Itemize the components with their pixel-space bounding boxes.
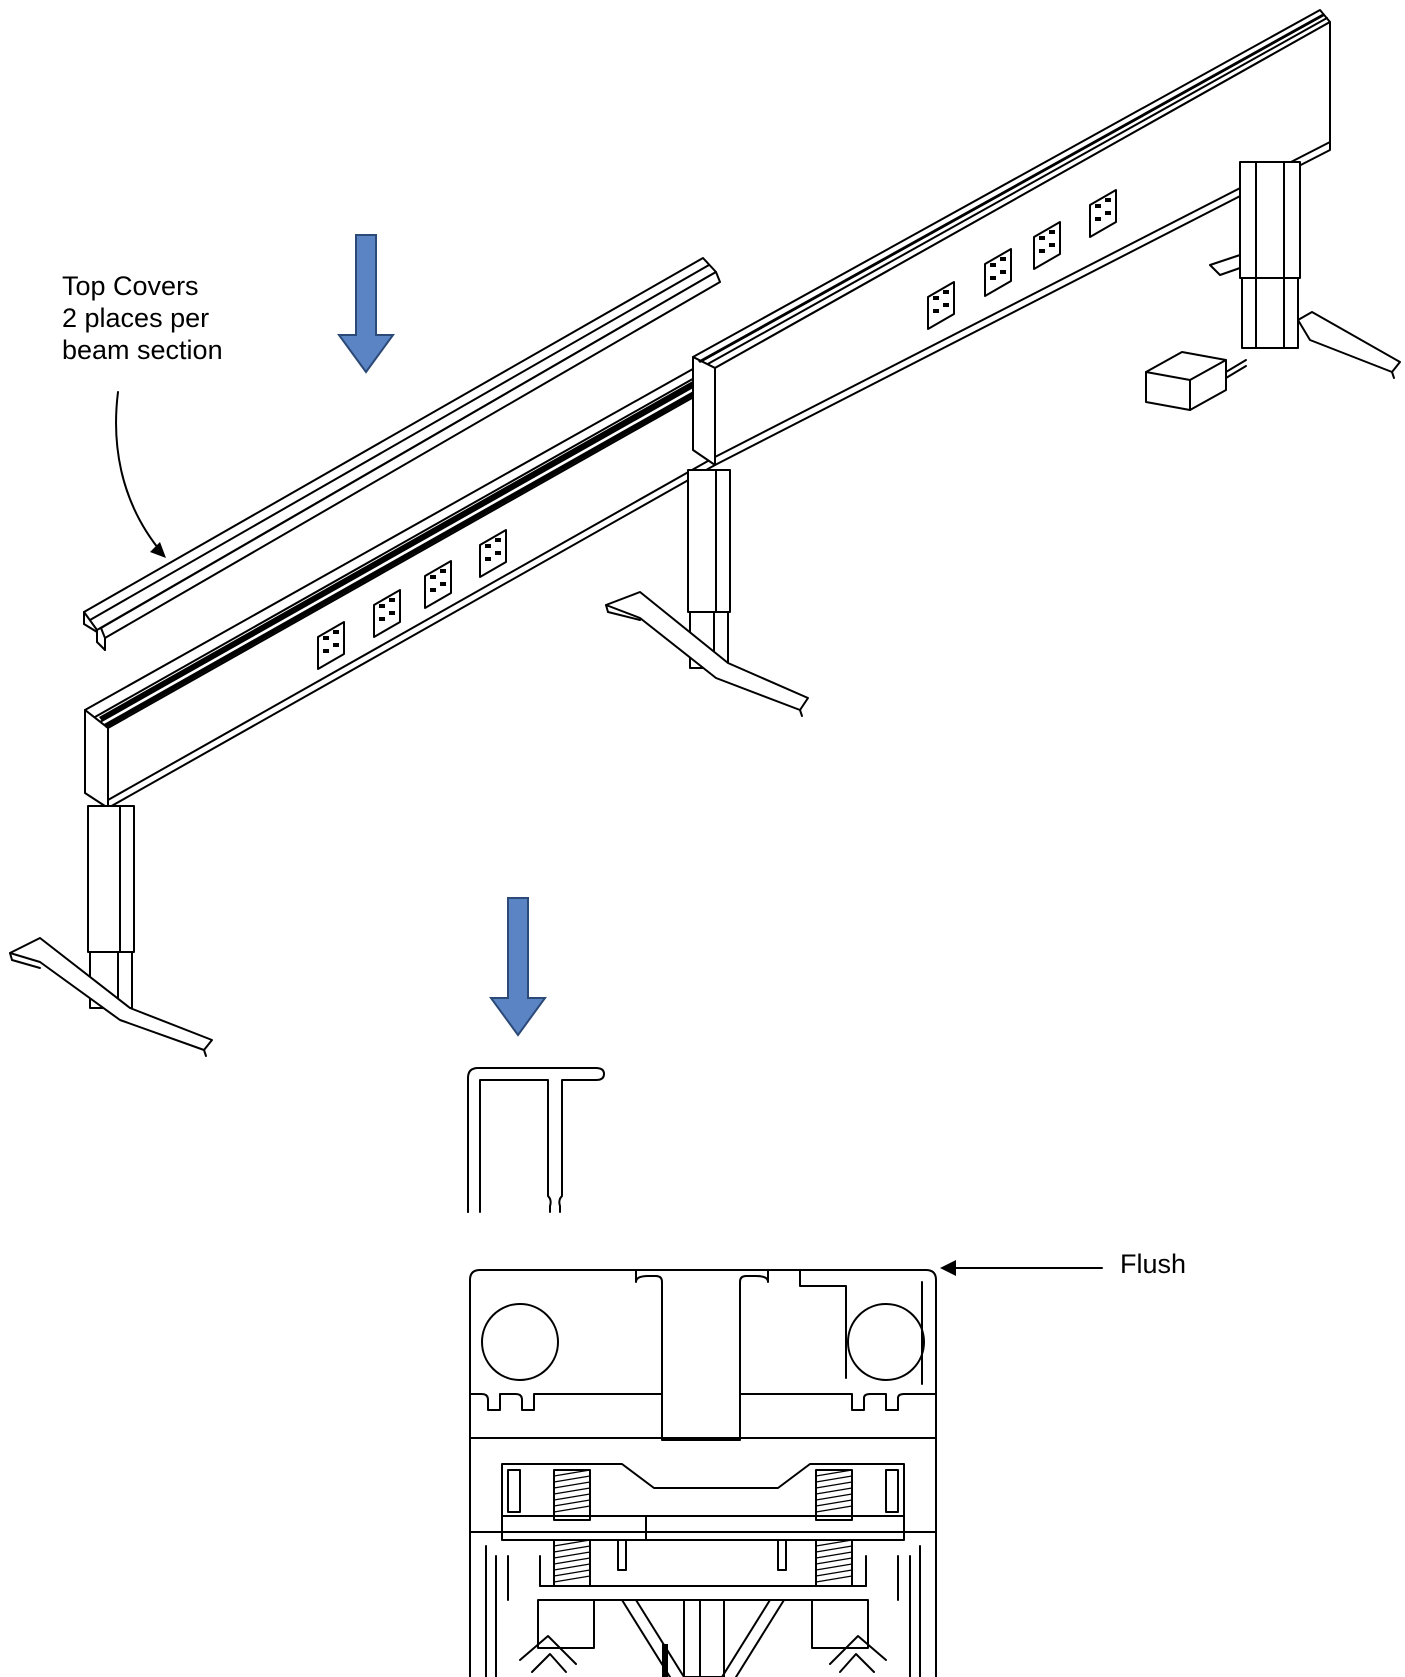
middle-leg [605,469,809,717]
down-arrow-icon [337,234,395,374]
flush-label: Flush [1120,1249,1187,1279]
down-arrow-icon [489,897,547,1037]
outlet-icon [424,560,452,609]
callout-line-2: 2 places per [62,303,210,333]
threaded-stud-right [815,1469,853,1587]
threaded-stud-left [553,1469,591,1587]
outlet-icon [927,281,955,330]
callout-line-3: beam section [62,335,223,365]
outlet-icon [317,621,345,670]
right-leg [1209,161,1401,379]
arrow-left-icon [940,1260,1103,1276]
control-box [1145,351,1247,411]
left-leg [9,805,213,1057]
outlet-icon [984,248,1012,297]
outlet-icon [479,529,507,578]
beam-cross-section [469,1269,937,1677]
outlet-icon [1089,189,1117,238]
top-cover-rails [83,257,721,651]
top-cover-profile [467,1067,605,1213]
callout-line-1: Top Covers [62,271,199,301]
right-beam-section [692,9,1331,466]
outlet-icon [1033,221,1061,270]
left-beam-section [84,364,716,809]
outlet-icon [373,589,401,638]
callout-leader-line [115,391,166,558]
top-covers-callout: Top Covers 2 places per beam section [62,270,223,366]
